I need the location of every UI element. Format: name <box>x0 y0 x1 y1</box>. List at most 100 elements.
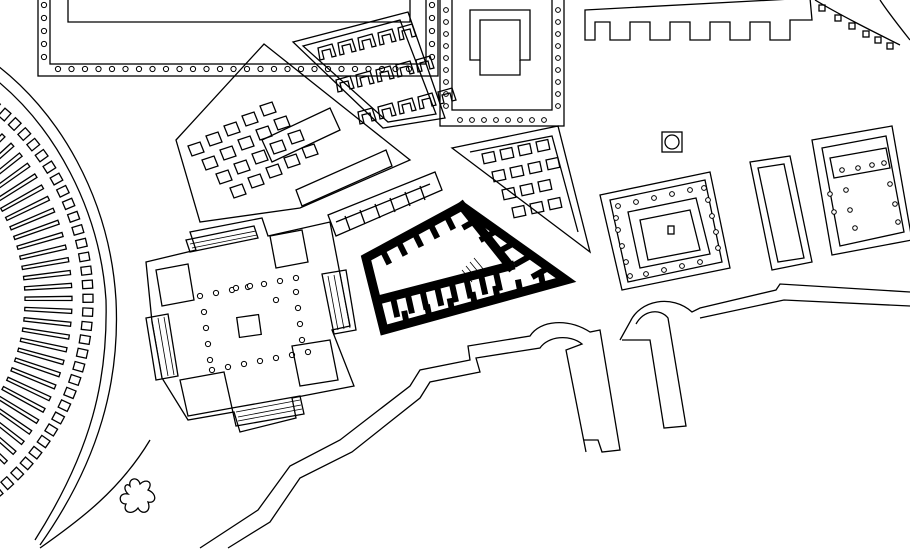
seating-ray <box>23 316 72 328</box>
room <box>357 107 377 125</box>
column-dot <box>297 65 305 73</box>
theatre-piers <box>818 4 894 50</box>
seating-ray <box>16 231 64 251</box>
pier <box>0 484 4 500</box>
column-dot <box>200 308 208 316</box>
insula-triangular-right <box>450 125 592 254</box>
pier <box>77 251 91 263</box>
pier <box>16 126 32 142</box>
column-dot <box>615 203 621 209</box>
column-dot <box>847 207 853 213</box>
pier <box>57 398 72 413</box>
insula-room-walls <box>377 210 553 328</box>
pier <box>61 197 76 211</box>
column-dot <box>176 65 183 73</box>
seating-ray <box>21 327 71 340</box>
room <box>545 156 561 171</box>
column-dot <box>469 117 475 123</box>
column-dot <box>216 65 224 73</box>
pier <box>7 116 23 132</box>
column-dot <box>149 65 156 73</box>
room <box>397 97 417 115</box>
column-dot <box>619 243 625 249</box>
pier <box>66 210 81 224</box>
room-wall <box>446 297 456 315</box>
column-dot <box>869 162 875 168</box>
column-dot <box>555 103 561 109</box>
column-dot <box>256 357 264 365</box>
shops-row-top-right <box>584 0 813 41</box>
column-dot <box>68 65 75 73</box>
column-dot <box>204 340 212 348</box>
column-dot <box>443 31 449 37</box>
pier <box>75 347 89 360</box>
column-dot <box>555 7 561 13</box>
room <box>397 23 417 41</box>
column-dot <box>687 187 693 193</box>
room <box>395 60 415 78</box>
seating-ray <box>0 184 45 213</box>
portico-columns <box>40 1 436 73</box>
column-dot <box>613 215 619 221</box>
room-wall <box>393 236 409 257</box>
column-dot <box>40 1 48 9</box>
column-dot <box>246 282 254 290</box>
pier <box>67 373 82 387</box>
pier <box>74 237 89 250</box>
room <box>355 70 375 88</box>
temple-top-center <box>439 0 565 127</box>
column-dot <box>555 19 561 25</box>
room <box>255 125 273 141</box>
seating-ray <box>19 337 68 353</box>
seating-ray <box>1 385 46 414</box>
pier <box>62 386 77 400</box>
room <box>261 107 341 163</box>
column-dot <box>304 348 312 356</box>
pier <box>25 137 41 152</box>
column-dot <box>443 55 449 61</box>
column-dot <box>40 14 48 22</box>
room <box>187 141 205 157</box>
column-dot <box>443 7 449 13</box>
column-dot <box>276 277 284 285</box>
room <box>223 121 241 137</box>
column-dot <box>135 65 143 73</box>
room-wall <box>418 285 430 311</box>
column-dot <box>40 27 48 35</box>
room-wall <box>447 277 459 303</box>
column-dot <box>705 197 711 203</box>
column-dot <box>713 229 719 235</box>
room <box>519 182 535 197</box>
column-dot <box>260 280 268 288</box>
column-dot <box>697 259 703 265</box>
room-wall <box>462 273 474 299</box>
column-dot <box>208 366 216 374</box>
column-dot <box>555 91 561 97</box>
seating-ray <box>24 295 73 302</box>
room <box>233 159 251 175</box>
column-dot <box>294 304 302 312</box>
pier <box>81 307 94 318</box>
pier <box>886 42 894 50</box>
pier <box>19 456 34 471</box>
room <box>417 92 437 110</box>
room <box>511 204 527 219</box>
room <box>509 164 525 179</box>
room <box>269 139 287 155</box>
room-wall <box>441 210 457 231</box>
room-wall <box>514 278 525 297</box>
room-wall <box>537 272 547 290</box>
seating-ray <box>23 282 73 291</box>
column-dot <box>709 213 715 219</box>
room <box>229 183 247 199</box>
small-monument <box>661 131 683 153</box>
room <box>287 129 305 145</box>
room-wall <box>477 269 489 296</box>
seating-ray <box>0 173 38 202</box>
column-dot <box>627 273 633 279</box>
amphitheater-piers <box>0 98 94 500</box>
pier <box>81 279 94 290</box>
temple-right <box>599 171 731 291</box>
column-dot <box>206 356 214 364</box>
column-dot <box>351 65 359 73</box>
